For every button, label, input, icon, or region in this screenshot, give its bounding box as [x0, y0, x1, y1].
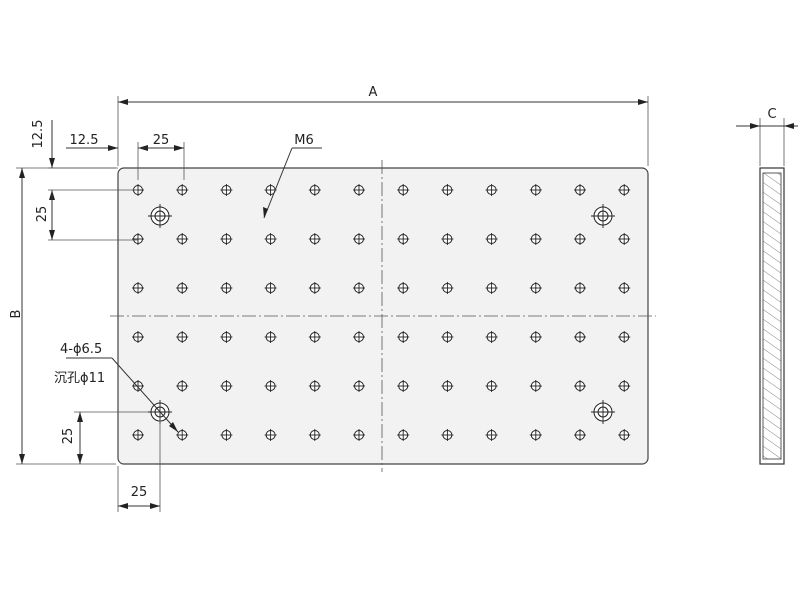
- tapped-hole-1-3: [220, 184, 233, 196]
- tapped-hole-3-3: [220, 282, 233, 294]
- tapped-hole-5-10: [529, 380, 542, 392]
- tapped-hole-6-12: [618, 429, 631, 441]
- tapped-hole-1-9: [485, 184, 498, 196]
- tapped-hole-6-11: [574, 429, 586, 441]
- tapped-hole-3-6: [353, 282, 365, 294]
- tapped-hole-6-5: [308, 429, 321, 441]
- tapped-hole-4-12: [618, 331, 631, 343]
- counterbore-hole-4: [591, 400, 615, 424]
- tapped-hole-6-4: [264, 429, 277, 441]
- tapped-hole-2-8: [441, 233, 454, 245]
- tapped-hole-3-5: [308, 282, 321, 294]
- tapped-hole-3-2: [176, 282, 189, 294]
- tapped-hole-1-12: [618, 184, 631, 196]
- tapped-hole-6-6: [353, 429, 365, 441]
- tapped-hole-6-3: [220, 429, 233, 441]
- tapped-hole-2-5: [308, 233, 321, 245]
- tapped-hole-4-4: [264, 331, 277, 343]
- tapped-hole-1-8: [441, 184, 454, 196]
- tapped-hole-6-1: [132, 429, 144, 441]
- tapped-hole-1-5: [308, 184, 321, 196]
- thread-callout: M6: [263, 133, 322, 219]
- tapped-hole-1-6: [353, 184, 365, 196]
- tapped-hole-2-4: [264, 233, 277, 245]
- dimension-left-offset: 12.5 25: [66, 133, 185, 180]
- pitch-y-label: 25: [35, 206, 50, 223]
- plate-top-view: [110, 160, 656, 472]
- tapped-hole-4-6: [353, 331, 365, 343]
- tapped-hole-3-4: [264, 282, 277, 294]
- tapped-hole-2-1: [132, 233, 144, 245]
- tapped-hole-2-3: [220, 233, 233, 245]
- tapped-hole-2-10: [529, 233, 542, 245]
- tapped-hole-5-3: [220, 380, 233, 392]
- dimension-pitch-y: 25: [35, 190, 138, 241]
- counterbore-depth-label: 沉孔ϕ11: [54, 371, 105, 386]
- tapped-hole-5-8: [441, 380, 454, 392]
- tapped-hole-1-10: [529, 184, 542, 196]
- tapped-hole-4-7: [397, 331, 410, 343]
- counterbore-callout: 4-ϕ6.5 沉孔ϕ11: [54, 342, 179, 433]
- tapped-hole-6-2: [176, 429, 189, 441]
- tapped-hole-4-5: [308, 331, 321, 343]
- tapped-hole-5-12: [618, 380, 631, 392]
- tapped-hole-5-7: [397, 380, 410, 392]
- tapped-hole-3-9: [485, 282, 498, 294]
- dimension-b: B: [9, 167, 116, 465]
- cb-offset-x-label: 25: [131, 485, 148, 500]
- tapped-hole-5-4: [264, 380, 277, 392]
- tapped-hole-6-10: [529, 429, 542, 441]
- tapped-hole-3-11: [574, 282, 586, 294]
- tapped-hole-4-9: [485, 331, 498, 343]
- tapped-hole-5-11: [574, 380, 586, 392]
- tapped-hole-2-9: [485, 233, 498, 245]
- left-offset-label: 12.5: [70, 133, 99, 148]
- tapped-hole-5-9: [485, 380, 498, 392]
- tapped-hole-3-1: [132, 282, 144, 294]
- tapped-hole-2-7: [397, 233, 410, 245]
- tapped-hole-4-2: [176, 331, 189, 343]
- tapped-hole-grid: [132, 184, 631, 441]
- tapped-hole-3-12: [618, 282, 631, 294]
- counterbore-hole-1: [148, 204, 172, 228]
- tapped-hole-4-11: [574, 331, 586, 343]
- dimension-cb-offset-y: 25: [61, 411, 148, 464]
- tapped-hole-2-6: [353, 233, 365, 245]
- thread-spec-label: M6: [294, 133, 314, 148]
- tapped-hole-5-1: [132, 380, 144, 392]
- tapped-hole-6-7: [397, 429, 410, 441]
- pitch-x-label: 25: [153, 133, 170, 148]
- tapped-hole-5-6: [353, 380, 365, 392]
- counterbore-count-label: 4-ϕ6.5: [60, 342, 102, 357]
- tapped-hole-4-8: [441, 331, 454, 343]
- dimension-cb-offset-x: 25: [117, 420, 161, 512]
- tapped-hole-1-7: [397, 184, 410, 196]
- counterbore-hole-2: [591, 204, 615, 228]
- tapped-hole-2-11: [574, 233, 586, 245]
- tapped-hole-5-5: [308, 380, 321, 392]
- tapped-hole-3-7: [397, 282, 410, 294]
- tapped-hole-6-9: [485, 429, 498, 441]
- tapped-hole-5-2: [176, 380, 189, 392]
- top-offset-label: 12.5: [31, 120, 46, 149]
- tapped-hole-4-3: [220, 331, 233, 343]
- tapped-hole-1-11: [574, 184, 586, 196]
- dimension-a: A: [117, 85, 649, 166]
- dimension-b-label: B: [9, 310, 24, 319]
- tapped-hole-2-12: [618, 233, 631, 245]
- tapped-hole-3-8: [441, 282, 454, 294]
- tapped-hole-1-2: [176, 184, 189, 196]
- cb-offset-y-label: 25: [61, 428, 76, 445]
- dimension-a-label: A: [369, 85, 378, 100]
- tapped-hole-2-2: [176, 233, 189, 245]
- plate-side-view: C: [736, 107, 798, 465]
- tapped-hole-4-10: [529, 331, 542, 343]
- tapped-hole-4-1: [132, 331, 144, 343]
- dimension-top-offset: 12.5: [31, 120, 138, 202]
- tapped-hole-3-10: [529, 282, 542, 294]
- tapped-hole-6-8: [441, 429, 454, 441]
- thickness-label: C: [767, 107, 776, 122]
